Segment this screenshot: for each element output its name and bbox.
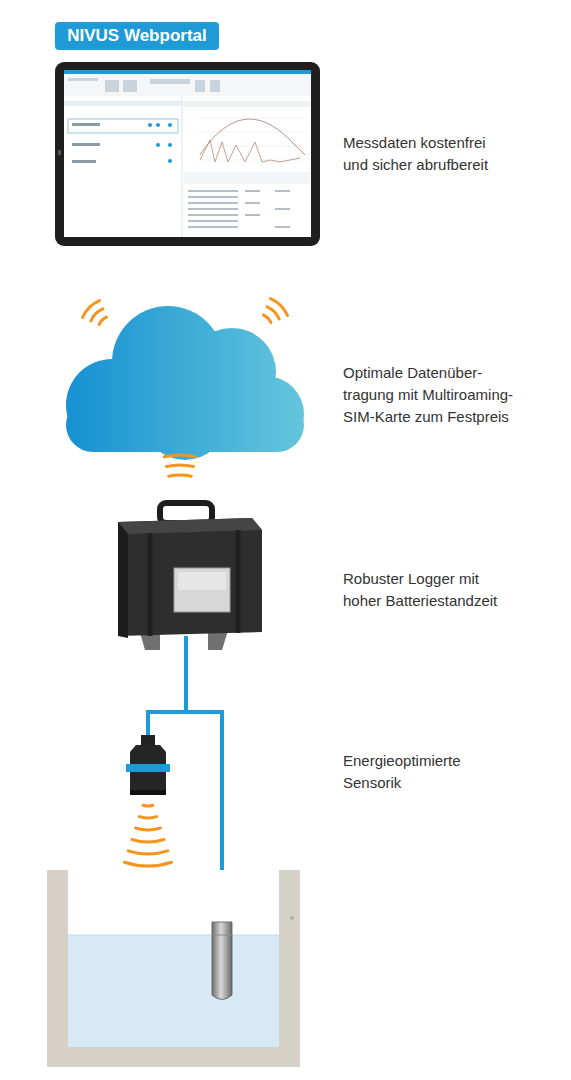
signal-waves (83, 299, 288, 890)
signal-arc (132, 839, 164, 842)
logger (118, 503, 262, 650)
caption-block: Energieoptimierte Sensorik (343, 750, 503, 794)
signal-arc (164, 455, 195, 457)
signal-arc (143, 804, 153, 808)
caption-block: Optimale Datenüber- tragung mit Multiroa… (343, 362, 525, 428)
signal-arc (139, 817, 156, 818)
tank (47, 870, 300, 1067)
portal-badge: NIVUS Webportal (55, 22, 219, 50)
signal-arc (271, 299, 288, 316)
signal-arc (128, 851, 168, 854)
caption-block: Robuster Logger mit hoher Batteriestandz… (343, 568, 513, 612)
pressure-probe (212, 922, 232, 1000)
signal-arc (125, 862, 172, 866)
signal-arc (167, 465, 194, 467)
feature-text: Optimale Datenüber- tragung mit Multiroa… (343, 362, 525, 428)
cloud (66, 306, 304, 460)
badge-title: NIVUS Webportal (67, 26, 206, 46)
signal-arc (267, 307, 279, 319)
ultrasonic-sensor (126, 735, 170, 795)
caption-block: Messdaten kostenfrei und sicher abrufber… (343, 132, 503, 176)
signal-arc (136, 828, 161, 830)
tablet (55, 62, 320, 246)
signal-arc (91, 309, 103, 321)
signal-arc (99, 317, 106, 324)
signal-arc (263, 315, 270, 322)
feature-text: Energieoptimierte Sensorik (343, 750, 503, 794)
feature-text: Robuster Logger mit hoher Batteriestandz… (343, 568, 513, 612)
feature-text: Messdaten kostenfrei und sicher abrufber… (343, 132, 503, 176)
signal-arc (169, 475, 191, 476)
signal-arc (83, 301, 100, 318)
